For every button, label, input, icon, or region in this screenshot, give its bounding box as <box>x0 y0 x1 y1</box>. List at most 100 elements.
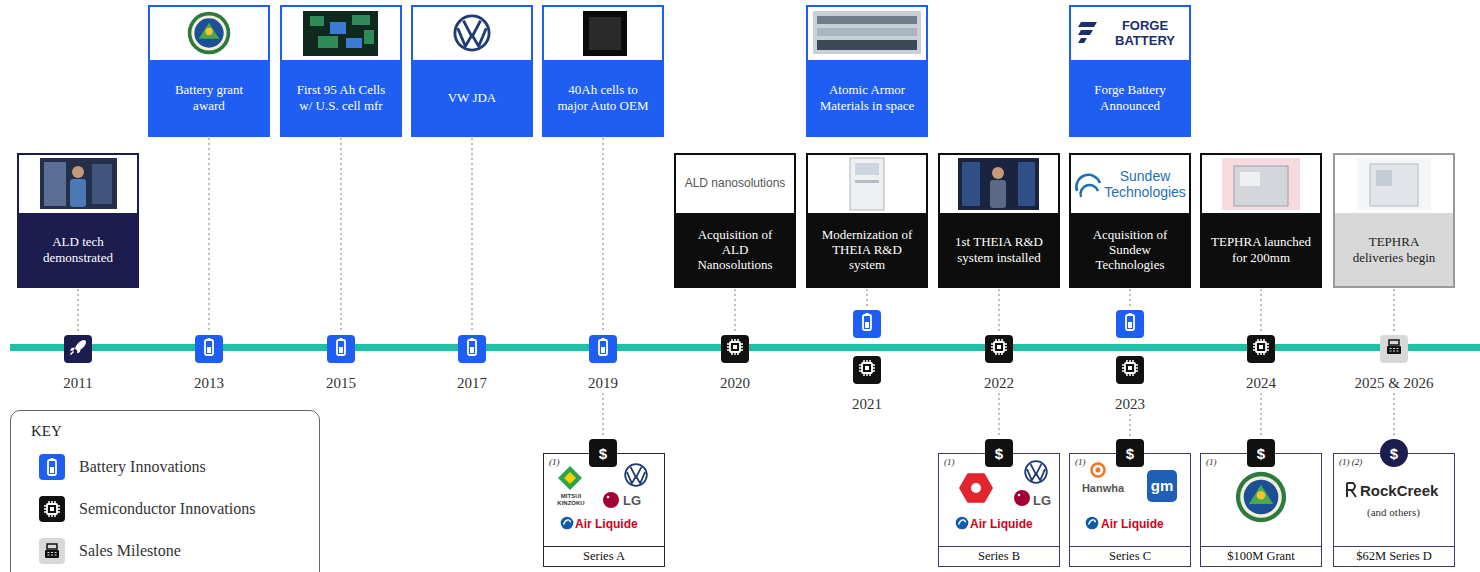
machine-window <box>1376 170 1392 186</box>
icon-glyph-shape <box>863 313 871 330</box>
investor-logo-text: MITSUI KINZOKU <box>548 493 594 507</box>
lg-logo <box>607 496 610 499</box>
logo-text: ALD nanosolutions <box>678 177 792 191</box>
icon-glyph-shape <box>1253 339 1269 355</box>
event-label-band: Modernization of THEIA R&D system <box>808 213 926 286</box>
legend-swatch <box>39 538 65 564</box>
event-box: ALD tech demonstrated <box>17 153 139 288</box>
event-image-area <box>544 7 662 60</box>
dollar-sign: $ <box>1257 445 1265 462</box>
investor-logo-text: Air Liquide <box>970 517 1058 531</box>
event-image-area <box>1202 155 1320 213</box>
event-box: Atomic Armor Materials in space <box>806 5 928 137</box>
legend-icon <box>40 497 64 521</box>
funding-box: (1)LGAir LiquideSeries B <box>938 453 1060 567</box>
dotted-leader <box>1260 289 1261 332</box>
investor-logo-text: Air Liquide <box>575 517 663 531</box>
photo-row <box>817 16 917 24</box>
machine-body <box>1370 164 1418 206</box>
event-label-band: VW JDA <box>413 60 531 135</box>
legend-text: Sales Milestone <box>79 542 181 560</box>
dotted-leader <box>1393 289 1394 332</box>
year-marker: 2019 <box>553 333 653 392</box>
year-label: 2019 <box>553 375 653 392</box>
funding-badge: $ <box>1247 439 1275 467</box>
event-label-band: Acquisition of Sundew Technologies <box>1071 213 1189 286</box>
investor-hexagon-logo <box>971 483 981 493</box>
event-box: 1st THEIA R&D system installed <box>938 153 1060 288</box>
funding-badge: $ <box>1116 439 1144 467</box>
dollar-sign: $ <box>1390 445 1398 462</box>
dotted-leader <box>340 138 341 332</box>
year-marker: 2015 <box>291 333 391 392</box>
icon-glyph <box>66 335 90 359</box>
sundew-logo-mark <box>1076 175 1100 197</box>
round-label: $62M Series D <box>1334 546 1454 566</box>
funding-badge: $ <box>589 439 617 467</box>
logo-bar <box>1078 38 1087 43</box>
legend-box: KEYBattery InnovationsSemiconductor Inno… <box>10 410 320 572</box>
dotted-leader <box>602 393 603 438</box>
photo-ground <box>1357 158 1431 210</box>
year-label: 2015 <box>291 375 391 392</box>
legend-icon-shape <box>48 458 56 475</box>
machine-window <box>855 163 879 175</box>
event-label: Atomic Armor Materials in space <box>817 82 917 113</box>
event-box: TEPHRA launched for 200mm <box>1200 153 1322 288</box>
event-label-band: TEPHRA deliveries begin <box>1335 213 1453 286</box>
timeline-icon <box>458 335 486 363</box>
dotted-leader <box>471 138 472 332</box>
vw-logo <box>1025 461 1047 483</box>
doe-seal <box>1236 472 1286 522</box>
pouch-cell-photo <box>583 11 627 56</box>
investor-logo-text: (and others) <box>1334 506 1453 519</box>
timeline-icon <box>327 335 355 363</box>
icon-glyph-shape <box>1387 340 1401 354</box>
event-label: TEPHRA launched for 200mm <box>1211 234 1311 265</box>
icon-glyph <box>1118 310 1142 334</box>
vw-logo <box>455 16 489 50</box>
machine-body <box>1234 166 1288 206</box>
investor-logo-text: gm <box>1147 470 1177 502</box>
event-image-area <box>282 7 400 60</box>
icon-glyph <box>591 335 615 359</box>
photo-chip <box>364 30 374 44</box>
dotted-leader <box>866 289 867 307</box>
event-label-band: First 95 Ah Cells w/ U.S. cell mfr <box>282 60 400 135</box>
dotted-leader <box>998 393 999 438</box>
event-label-band: TEPHRA launched for 200mm <box>1202 213 1320 286</box>
icon-glyph-shape <box>205 338 213 355</box>
dotted-leader <box>1129 414 1130 438</box>
icon-glyph <box>723 335 747 359</box>
photo-person <box>990 180 1006 208</box>
year-label: 2020 <box>685 375 785 392</box>
icon-glyph-shape <box>991 339 1007 355</box>
legend-text: Semiconductor Innovations <box>79 500 255 518</box>
investor-logo-text: Hanwha <box>1074 482 1132 495</box>
year-label: 2025 & 2026 <box>1344 375 1444 392</box>
rd-system-photo <box>850 158 884 210</box>
round-label: Series B <box>939 546 1059 566</box>
timeline-icon <box>985 335 1013 363</box>
photo-chip <box>310 16 324 26</box>
year-marker: 2013 <box>159 333 259 392</box>
timeline-icon <box>853 356 881 384</box>
photo-ground <box>40 158 117 209</box>
timeline-icon <box>1116 310 1144 338</box>
event-image-area <box>413 7 531 60</box>
icon-glyph <box>197 335 221 359</box>
icon-glyph <box>855 356 879 380</box>
event-label: Battery grant award <box>159 82 259 113</box>
event-image-area <box>150 7 268 60</box>
event-label: Forge Battery Announced <box>1080 82 1180 113</box>
icon-glyph-shape <box>859 360 875 376</box>
photo-equipment <box>44 162 66 206</box>
air-liquide-logo <box>561 517 574 530</box>
logo-bar <box>1078 30 1093 35</box>
icon-glyph-shape <box>468 338 476 355</box>
event-label-band: 1st THEIA R&D system installed <box>940 213 1058 286</box>
event-label: Acquisition of Sundew Technologies <box>1080 227 1180 273</box>
event-label-band: Acquisition of ALD Nanosolutions <box>676 213 794 286</box>
year-label: 2011 <box>28 375 128 392</box>
air-liquide-logo <box>956 517 969 530</box>
